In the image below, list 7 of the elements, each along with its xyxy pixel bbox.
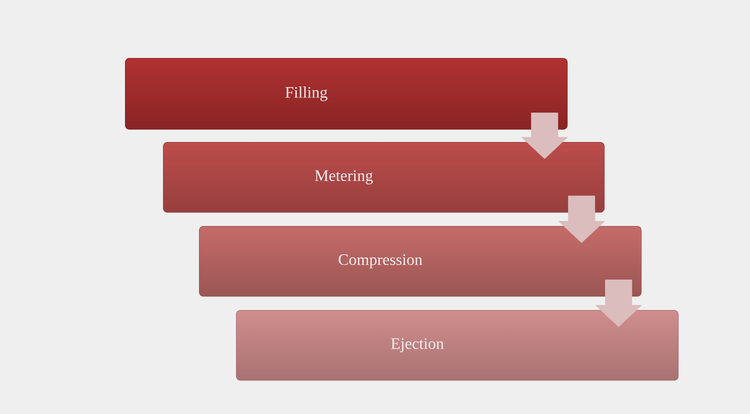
arrow (558, 196, 606, 243)
arrow (595, 280, 642, 327)
process-box: Metering (163, 142, 605, 213)
process-box: Ejection (236, 310, 679, 381)
process-box: Filling (125, 58, 568, 130)
process-box: Compression (199, 226, 642, 297)
arrow (521, 112, 568, 159)
